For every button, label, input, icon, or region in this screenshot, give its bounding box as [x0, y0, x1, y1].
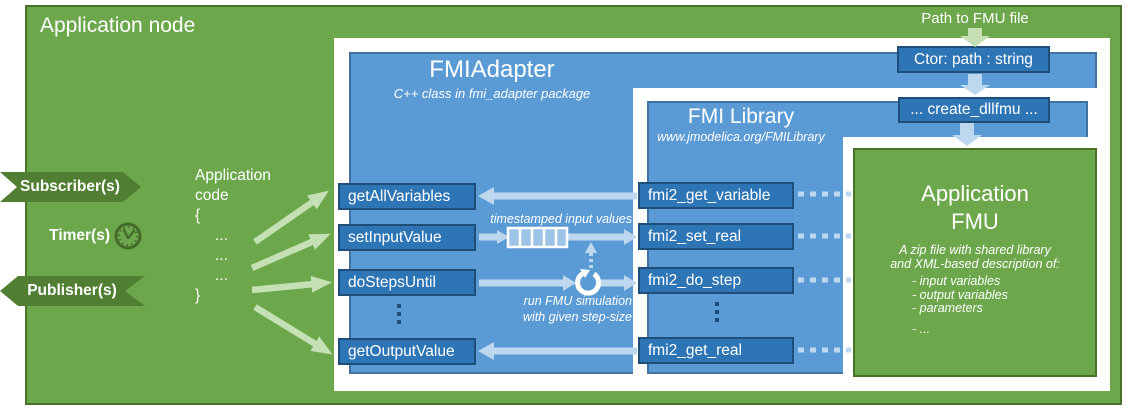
- fmi-adapter-title: FMIAdapter: [429, 56, 555, 83]
- fmu-bullet: - ...: [912, 321, 931, 336]
- loop-label: run FMU simulation with given step-size: [470, 293, 632, 325]
- library-ellipsis-dots: [715, 302, 719, 322]
- function-box-fmi2-get-variable: fmi2_get_variable: [638, 182, 794, 209]
- application-fmu-box: [853, 148, 1097, 377]
- application-fmu-content: Application FMU A zip file with shared l…: [853, 148, 1097, 336]
- fmu-title-line2: FMU: [951, 209, 999, 234]
- application-node-title: Application node: [40, 14, 196, 37]
- queue-label: timestamped input values: [490, 212, 632, 226]
- app-code-dots: ...: [215, 267, 228, 284]
- fmu-bullet: - input variables: [912, 274, 1001, 288]
- ctor-box: Ctor: path : string: [897, 46, 1050, 73]
- fmi-adapter-subtitle: C++ class in fmi_adapter package: [393, 86, 591, 101]
- fmu-bullet: - output variables: [912, 287, 1008, 302]
- fmi-library-title: FMI Library: [687, 105, 795, 128]
- app-code-open-brace: {: [195, 207, 201, 224]
- app-code-line1: Application: [195, 167, 271, 184]
- fmi-library-title-block: FMI Library www.jmodelica.org/FMILibrary: [643, 105, 839, 145]
- fmu-desc-line2: and XML-based description of:: [890, 256, 1060, 271]
- app-code-close-brace: }: [195, 287, 201, 304]
- loop-label-line1: run FMU simulation: [523, 294, 632, 308]
- app-code-dots: ...: [215, 227, 228, 244]
- method-box-dostepsuntil: doStepsUntil: [338, 269, 476, 296]
- method-box-setinputvalue: setInputValue: [338, 224, 476, 251]
- function-box-fmi2-get-real: fmi2_get_real: [638, 337, 794, 364]
- fmu-desc-line1: A zip file with shared library: [899, 243, 1051, 257]
- fmu-title-line1: Application: [921, 181, 1029, 206]
- app-code-line2: code: [195, 187, 229, 204]
- publisher-banner: Publisher(s): [0, 276, 145, 306]
- timer-label: Timer(s): [49, 227, 110, 244]
- path-to-fmu-label: Path to FMU file: [921, 10, 1029, 27]
- function-box-fmi2-do-step: fmi2_do_step: [638, 267, 794, 294]
- loop-label-line2: with given step-size: [522, 310, 632, 324]
- fmi-library-subtitle: www.jmodelica.org/FMILibrary: [657, 130, 825, 144]
- adapter-ellipsis-dots: [397, 304, 401, 324]
- app-code-dots: ...: [215, 247, 228, 264]
- fmu-bullet: - parameters: [912, 301, 983, 315]
- application-code-block: Application code { ... ... ... }: [195, 166, 271, 306]
- method-box-getallvariables: getAllVariables: [338, 183, 476, 210]
- method-box-getoutputvalue: getOutputValue: [338, 338, 476, 365]
- fmi-adapter-title-block: FMIAdapter C++ class in fmi_adapter pack…: [352, 56, 632, 102]
- create-dllfmu-box: ... create_dllfmu ...: [898, 97, 1050, 123]
- subscriber-banner: Subscriber(s): [0, 172, 141, 202]
- function-box-fmi2-set-real: fmi2_set_real: [638, 223, 794, 250]
